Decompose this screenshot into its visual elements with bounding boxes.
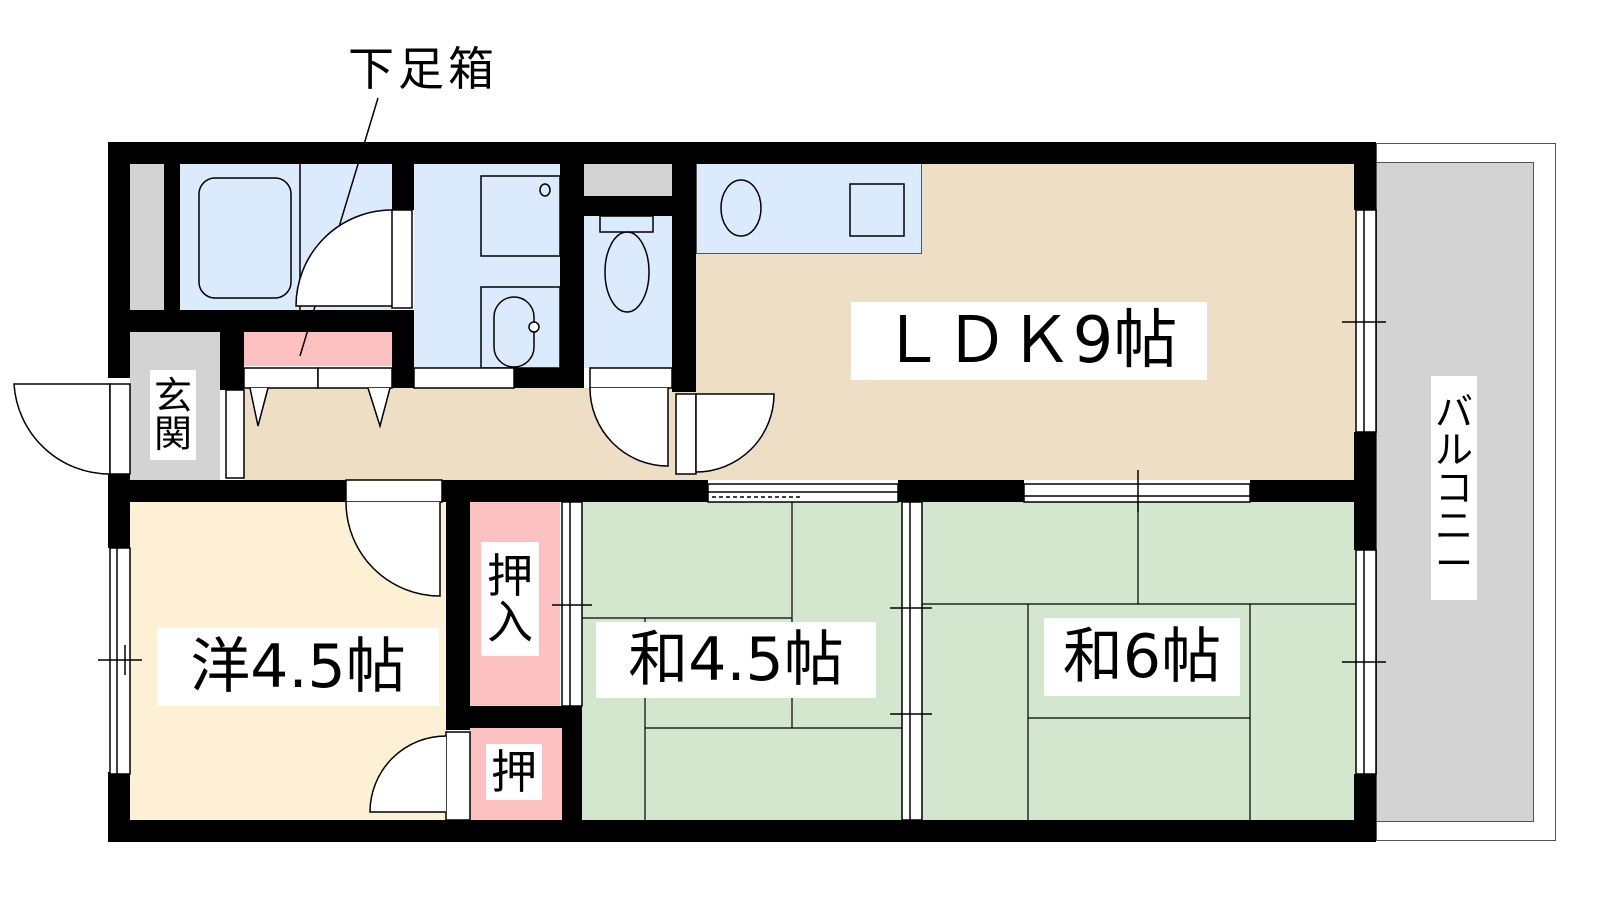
wall-right-bottom [1354,774,1376,842]
closet-door-icon [369,735,447,813]
window-ldk-icon [1355,209,1377,433]
sliding-door-2 [1023,483,1251,503]
bath-door-icon [295,209,393,307]
ldk-door-icon [695,393,775,473]
wall-western-right [446,480,470,730]
toilet-tank-icon [599,215,654,233]
fusuma-japanese [901,501,923,821]
balcony-char-5: ー [1434,542,1473,586]
entrance-door-icon [13,383,111,475]
storage-strip [130,162,164,310]
western-door-icon [345,501,441,597]
wall-toilet-right [672,142,696,392]
washroom-floor [414,162,560,368]
closet-large-char-2: 入 [487,595,533,649]
closet-large-char-1: 押 [487,549,533,603]
balcony-char-2: ル [1434,428,1473,472]
sink-icon [720,179,762,237]
room-label-closet-small: 押 [486,744,542,800]
window-left-icon [109,547,131,775]
toilet-floor [584,216,672,368]
wall-top [108,142,1376,164]
balcony-char-1: バ [1434,390,1473,434]
closet-small-char-1: 押 [491,745,537,799]
wall-mid-b [898,480,1024,502]
room-label-western: 洋4.5帖 [157,628,439,706]
toilet-shelf [584,162,672,196]
room-label-japanese-large: 和6帖 [1044,618,1240,696]
wall-entrance-right [220,332,244,390]
wall-wash-right [560,142,584,388]
toilet-door-icon [589,387,669,467]
bathtub-icon [198,177,292,299]
sliding-door-1 [707,483,899,503]
shoe-cabinet [244,332,392,366]
balcony-char-3: コ [1434,466,1473,510]
room-label-ldk: ＬＤＫ9帖 [851,302,1207,380]
wall-bottom [108,820,1376,842]
wall-closet-divider [446,706,582,728]
entrance-char-2: 関 [153,412,192,456]
wall-bath-right-lower [392,310,414,388]
wall-mid-c [1250,480,1376,502]
fusuma-closet [561,501,583,707]
room-label-closet-large: 押 入 [481,542,539,656]
wall-wash-bottom [514,368,584,388]
toilet-bowl-icon [604,231,650,313]
wall-mid-left [108,480,346,502]
wash-basin-icon [493,296,535,368]
tatami-lines-large [922,502,1356,820]
room-label-entrance: 玄 関 [150,370,196,460]
stove-icon [849,183,905,237]
wall-bath-right [392,142,414,210]
wall-storage-divider [164,142,180,332]
room-label-japanese-small: 和4.5帖 [596,622,876,698]
wall-right-top [1354,142,1376,210]
wall-left-bottom [108,772,130,842]
wall-mid-a [442,480,708,502]
callout-shoe-cabinet-label: 下足箱 [348,42,498,96]
wall-bath-bottom [108,310,414,332]
balcony-char-4: ニ [1434,504,1473,548]
kitchen-counter [696,162,922,254]
wall-toilet-top [584,196,672,216]
washing-machine-icon [480,175,561,257]
wall-closet-right [562,706,582,842]
entrance-char-1: 玄 [153,374,192,418]
room-label-balcony: バ ル コ ニ ー [1431,376,1477,600]
